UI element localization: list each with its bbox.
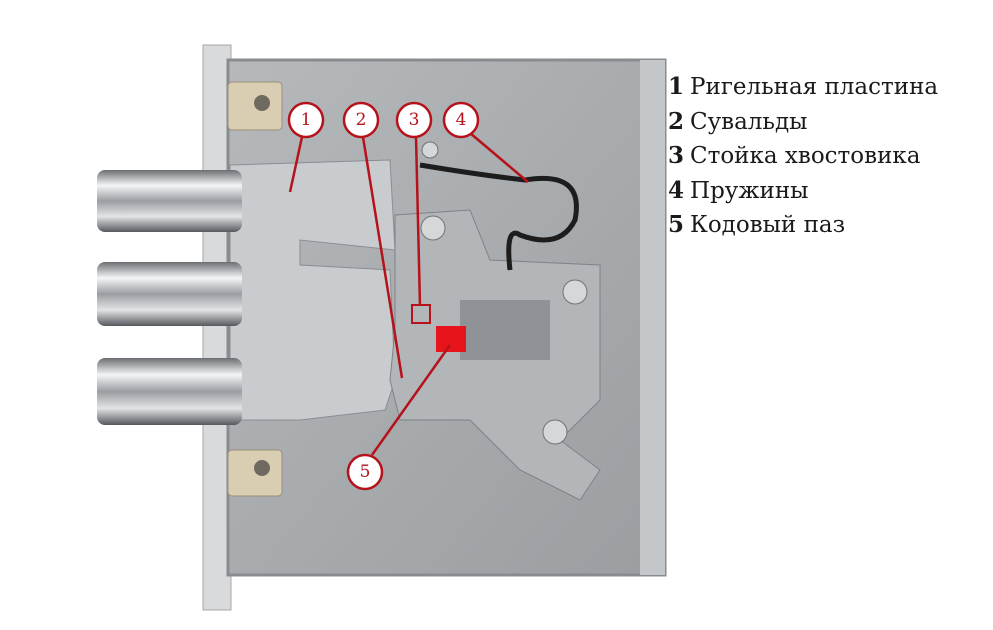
screw-hole <box>421 141 439 159</box>
svg-text:3: 3 <box>409 110 420 130</box>
screw-hole <box>542 419 568 445</box>
callout-4: 4 <box>442 101 480 139</box>
callout-1: 1 <box>287 101 325 139</box>
stud-bottom <box>227 449 283 497</box>
screw-hole <box>562 279 588 305</box>
screw-hole <box>254 95 270 111</box>
code-slot-highlight <box>436 326 466 352</box>
svg-text:4: 4 <box>456 110 467 130</box>
svg-text:5: 5 <box>360 462 371 482</box>
screw-hole <box>420 215 446 241</box>
case-side <box>640 60 665 575</box>
callout-5: 5 <box>346 453 384 491</box>
svg-text:1: 1 <box>301 110 312 130</box>
bolt-cylinder <box>97 358 242 425</box>
svg-text:2: 2 <box>356 110 367 130</box>
faceplate <box>202 44 232 611</box>
spring <box>419 162 579 271</box>
bolt-cylinder <box>97 262 242 326</box>
screw-hole <box>254 460 270 476</box>
bolt-cylinder <box>97 170 242 232</box>
leader-lines <box>288 132 529 456</box>
callout-2: 2 <box>342 101 380 139</box>
code-slot-area <box>460 300 550 360</box>
bolt-plate <box>229 159 396 421</box>
callout-3: 3 <box>395 101 433 139</box>
